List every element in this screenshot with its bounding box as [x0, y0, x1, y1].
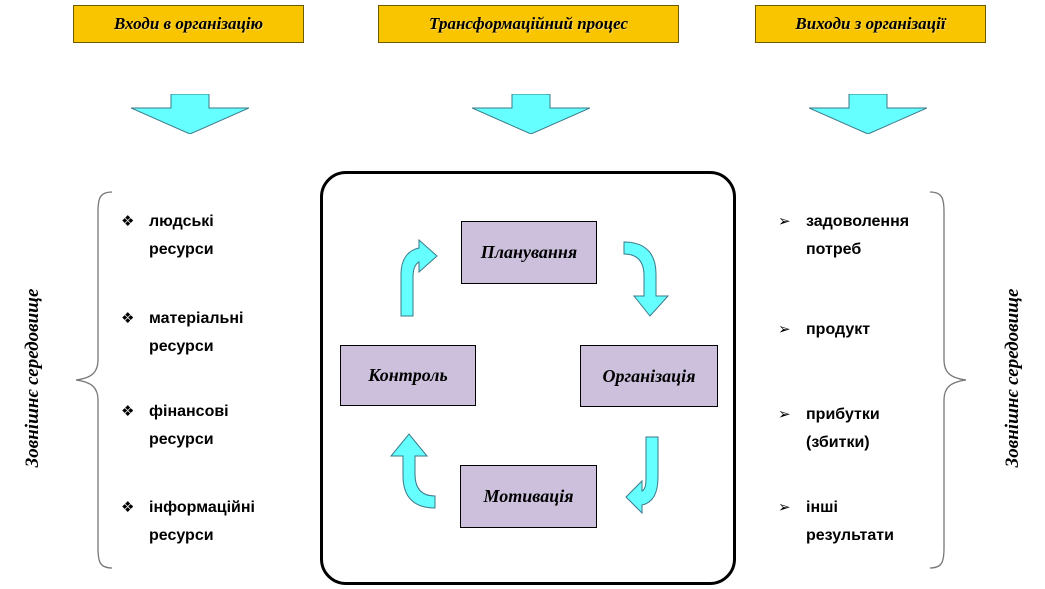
control-to-planning-arrow-icon: [400, 238, 438, 317]
inputs-down-arrow-icon: [131, 94, 249, 134]
output-item-line1: задоволення: [806, 213, 910, 230]
input-item: ❖ матеріальні ресурси: [121, 305, 289, 361]
input-item: ❖ людські ресурси: [121, 208, 289, 264]
motivation-step-label: Мотивація: [483, 486, 574, 506]
output-item-line2: (збитки): [806, 434, 870, 451]
diamond-bullet-icon: ❖: [121, 213, 135, 230]
arrowhead-bullet-icon: ➢: [778, 213, 791, 230]
arrowhead-bullet-icon: ➢: [778, 499, 791, 516]
input-item-line2: ресурси: [149, 338, 214, 355]
arrowhead-bullet-icon: ➢: [778, 406, 791, 423]
control-step: Контроль: [340, 345, 476, 406]
organization-to-motivation-arrow-icon: [625, 436, 659, 515]
output-item: ➢ продукт: [778, 316, 946, 344]
organization-step: Організація: [580, 345, 718, 407]
output-item: ➢ прибутки (збитки): [778, 401, 946, 457]
output-item: ➢ задоволення потреб: [778, 208, 946, 264]
output-item-line1: продукт: [806, 321, 871, 338]
planning-step: Планування: [461, 221, 597, 284]
input-item-line2: ресурси: [149, 431, 214, 448]
left-brace-icon: [75, 191, 113, 569]
control-step-label: Контроль: [368, 365, 448, 385]
input-item-line2: ресурси: [149, 241, 214, 258]
outputs-header: Виходи з організації: [755, 5, 986, 43]
inputs-list: ❖ людські ресурси ❖ матеріальні ресурси ❖ …: [121, 208, 301, 558]
output-item-line1: прибутки: [806, 406, 880, 423]
right-brace-icon: [929, 191, 967, 569]
diamond-bullet-icon: ❖: [121, 499, 135, 516]
arrowhead-bullet-icon: ➢: [778, 321, 791, 338]
outputs-down-arrow-icon: [809, 94, 927, 134]
outputs-list: ➢ задоволення потреб ➢ продукт ➢ прибутки…: [778, 208, 958, 558]
output-item: ➢ інші результати: [778, 494, 946, 550]
output-item-line2: результати: [806, 527, 894, 544]
diamond-bullet-icon: ❖: [121, 310, 135, 327]
input-item-line1: людські: [149, 213, 214, 230]
input-item-line1: інформаційні: [149, 499, 255, 516]
diamond-bullet-icon: ❖: [121, 403, 135, 420]
planning-to-organization-arrow-icon: [623, 241, 670, 317]
motivation-step: Мотивація: [460, 465, 597, 528]
process-header-label: Трансформаційний процес: [429, 14, 628, 33]
output-item-line1: інші: [806, 499, 838, 516]
external-environment-label-right: Зовнішнє середовище: [1002, 288, 1023, 468]
process-down-arrow-icon: [472, 94, 590, 134]
input-item-line1: фінансові: [149, 403, 229, 420]
external-environment-label-left: Зовнішнє середовище: [22, 288, 43, 468]
input-item: ❖ фінансові ресурси: [121, 398, 289, 454]
inputs-header: Входи в організацію: [73, 5, 304, 43]
outputs-header-label: Виходи з організації: [795, 14, 946, 33]
input-item: ❖ інформаційні ресурси: [121, 494, 289, 550]
planning-step-label: Планування: [480, 242, 578, 262]
process-header: Трансформаційний процес: [378, 5, 679, 43]
organization-step-label: Організація: [602, 365, 696, 386]
input-item-line2: ресурси: [149, 527, 214, 544]
motivation-to-control-arrow-icon: [389, 433, 436, 509]
output-item-line2: потреб: [806, 241, 862, 258]
input-item-line1: матеріальні: [149, 310, 244, 327]
inputs-header-label: Входи в організацію: [113, 14, 264, 33]
